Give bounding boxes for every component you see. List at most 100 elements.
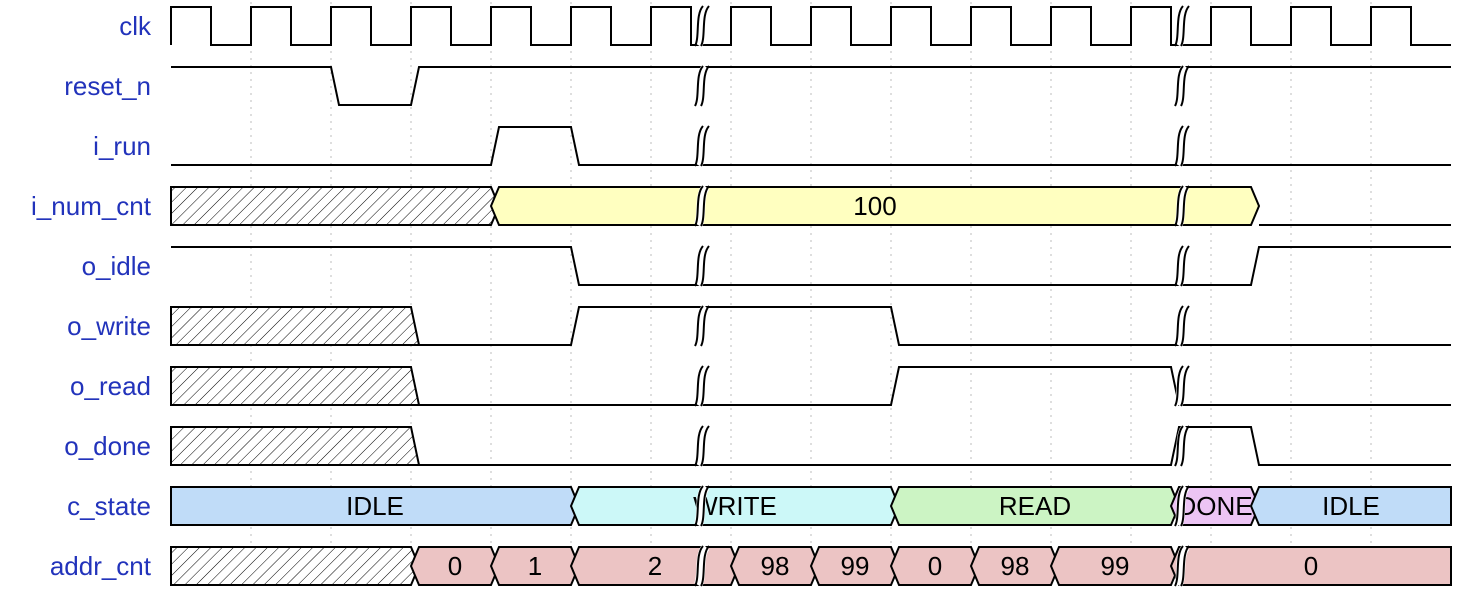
break-mark	[694, 365, 704, 407]
bus-value-segment	[489, 186, 1261, 226]
time-breaks	[693, 3, 1190, 588]
undefined-region	[170, 186, 501, 226]
break-gap	[693, 363, 710, 408]
break-mark	[1180, 425, 1190, 467]
break-mark	[694, 545, 704, 587]
signal-label: o_write	[67, 311, 151, 341]
break-mark	[700, 425, 710, 467]
break-gap	[693, 63, 710, 108]
break-mark	[694, 185, 704, 227]
break-mark	[700, 5, 710, 47]
bus-value-label: 0	[448, 551, 462, 581]
break-gap	[1173, 123, 1190, 168]
break-mark	[1180, 185, 1190, 227]
break-mark	[700, 185, 710, 227]
signal-label: o_read	[70, 371, 151, 401]
o_read-wave	[419, 366, 1451, 406]
clk-wave	[170, 6, 1451, 46]
break-mark	[1174, 305, 1184, 347]
break-mark	[1174, 5, 1184, 47]
bus-value-label: 99	[841, 551, 870, 581]
bus-value-label: DONE	[1177, 491, 1252, 521]
break-gap	[1173, 243, 1190, 288]
break-mark	[1180, 245, 1190, 287]
break-mark	[1174, 365, 1184, 407]
break-mark	[700, 545, 710, 587]
bus-value-label: 98	[1001, 551, 1030, 581]
break-mark	[1174, 545, 1184, 587]
break-gap	[693, 303, 710, 348]
break-mark	[1174, 185, 1184, 227]
break-mark	[700, 365, 710, 407]
break-mark	[1180, 485, 1190, 527]
break-gap	[693, 183, 710, 228]
break-mark	[1180, 5, 1190, 47]
bus-value-label: READ	[999, 491, 1071, 521]
undefined-region	[170, 306, 421, 346]
break-gap	[693, 3, 710, 48]
signal-label: i_run	[93, 131, 151, 161]
break-gap	[1173, 543, 1190, 588]
signal-label: addr_cnt	[50, 551, 152, 581]
break-gap	[1173, 183, 1190, 228]
break-mark	[1174, 65, 1184, 107]
break-mark	[1180, 365, 1190, 407]
break-mark	[1174, 425, 1184, 467]
break-mark	[700, 245, 710, 287]
break-mark	[1174, 485, 1184, 527]
o_idle-wave	[171, 246, 1451, 286]
signal-label: o_done	[64, 431, 151, 461]
break-mark	[700, 485, 710, 527]
break-mark	[1180, 545, 1190, 587]
break-gap	[693, 543, 710, 588]
signal-label: reset_n	[64, 71, 151, 101]
break-mark	[694, 305, 704, 347]
bus-value-label: 0	[928, 551, 942, 581]
bus-value-label: IDLE	[346, 491, 404, 521]
break-gap	[1173, 303, 1190, 348]
bus-value-label: 1	[528, 551, 542, 581]
break-mark	[694, 125, 704, 167]
break-mark	[694, 425, 704, 467]
break-mark	[1174, 125, 1184, 167]
bus-value-label: IDLE	[1322, 491, 1380, 521]
break-mark	[694, 5, 704, 47]
signal-labels: clkreset_ni_runi_num_cnto_idleo_writeo_r…	[31, 11, 152, 581]
break-mark	[694, 245, 704, 287]
bus-value-label: 100	[853, 191, 896, 221]
break-gap	[693, 483, 710, 528]
break-mark	[700, 305, 710, 347]
undefined-region	[170, 546, 421, 586]
break-gap	[693, 123, 710, 168]
signal-label: c_state	[67, 491, 151, 521]
break-gap	[1173, 63, 1190, 108]
break-mark	[1174, 245, 1184, 287]
break-mark	[700, 65, 710, 107]
bus-value-label: 0	[1304, 551, 1318, 581]
break-mark	[694, 65, 704, 107]
break-mark	[700, 125, 710, 167]
bus-value-segment	[1249, 486, 1452, 526]
signal-label: o_idle	[82, 251, 151, 281]
break-gap	[1173, 3, 1190, 48]
undefined-region	[170, 426, 421, 466]
o_write-wave	[419, 306, 1451, 346]
bus-value-label: WRITE	[693, 491, 777, 521]
undefined-region	[170, 366, 421, 406]
break-gap	[1173, 363, 1190, 408]
break-mark	[1180, 305, 1190, 347]
bus-value-label: 99	[1101, 551, 1130, 581]
i_run-wave	[171, 126, 1451, 166]
break-mark	[1180, 65, 1190, 107]
break-gap	[1173, 483, 1190, 528]
break-gap	[693, 243, 710, 288]
break-mark	[694, 485, 704, 527]
signal-label: clk	[119, 11, 152, 41]
reset_n-wave	[171, 66, 1451, 106]
break-mark	[1180, 125, 1190, 167]
break-gap	[1173, 423, 1190, 468]
bus-value-label: 98	[761, 551, 790, 581]
bus-value-label: 2	[648, 551, 662, 581]
